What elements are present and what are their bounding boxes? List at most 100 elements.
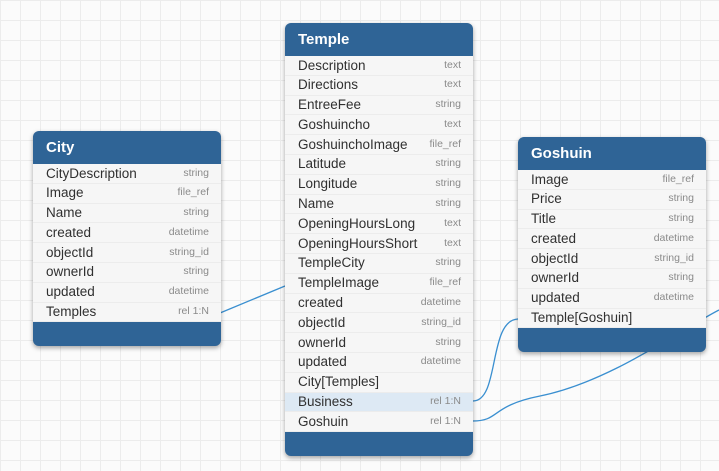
field-name: Image — [46, 185, 84, 201]
field-type: string_id — [421, 315, 461, 328]
field-name: OpeningHoursShort — [298, 235, 418, 251]
field-type: string — [435, 335, 461, 348]
field-type: datetime — [653, 231, 694, 244]
field-row[interactable]: updated datetime — [285, 353, 473, 373]
field-type: rel 1:N — [430, 414, 461, 427]
link-city-temples[interactable] — [219, 285, 286, 314]
field-name: Description — [298, 57, 366, 73]
field-name: updated — [46, 284, 95, 300]
field-type: datetime — [420, 355, 461, 368]
field-name: Directions — [298, 77, 359, 93]
field-row[interactable]: CityDescription string — [33, 164, 221, 184]
field-type: file_ref — [429, 276, 461, 289]
field-type: rel 1:N — [430, 395, 461, 408]
field-row[interactable]: Image file_ref — [33, 184, 221, 204]
field-row[interactable]: Description text — [285, 56, 473, 76]
field-name: Name — [298, 196, 335, 212]
field-name: Image — [531, 171, 569, 187]
field-type: string — [183, 166, 209, 179]
field-type: string — [183, 265, 209, 278]
field-type: datetime — [653, 291, 694, 304]
field-type: string — [435, 256, 461, 269]
field-row[interactable]: TempleCity string — [285, 254, 473, 274]
field-name: Goshuin — [298, 413, 349, 429]
field-row[interactable]: Goshuin rel 1:N — [285, 412, 473, 433]
field-row[interactable]: Image file_ref — [518, 170, 706, 190]
field-type: file_ref — [177, 186, 209, 199]
table-footer — [518, 328, 706, 352]
field-type: file_ref — [429, 137, 461, 150]
field-row[interactable]: Temples rel 1:N — [33, 303, 221, 323]
field-row[interactable]: created datetime — [518, 229, 706, 250]
field-row[interactable]: Temple[Goshuin] — [518, 309, 706, 329]
field-type: datetime — [420, 296, 461, 309]
field-type: string — [435, 157, 461, 170]
field-type: string — [435, 98, 461, 111]
field-row[interactable]: Name string — [285, 195, 473, 215]
field-row[interactable]: Name string — [33, 204, 221, 224]
table-title[interactable]: City — [46, 139, 75, 156]
field-type: string — [435, 197, 461, 210]
field-row[interactable]: Directions text — [285, 76, 473, 96]
field-type: text — [444, 236, 461, 249]
field-name: ownerId — [298, 334, 347, 350]
link-temple-business[interactable] — [472, 318, 519, 402]
field-name: Price — [531, 191, 562, 207]
field-name: Title — [531, 211, 557, 227]
field-row[interactable]: Business rel 1:N — [285, 392, 473, 413]
field-name: Business — [298, 394, 353, 410]
field-name: objectId — [298, 314, 346, 330]
field-type: string_id — [654, 251, 694, 264]
field-row[interactable]: EntreeFee string — [285, 96, 473, 116]
field-type: string — [668, 271, 694, 284]
field-name: Longitude — [298, 176, 358, 192]
field-name: Name — [46, 205, 83, 221]
field-type: text — [444, 117, 461, 130]
table-footer — [285, 432, 473, 456]
field-type: rel 1:N — [178, 305, 209, 318]
table-title[interactable]: Temple — [298, 31, 350, 48]
table-title[interactable]: Goshuin — [531, 145, 592, 162]
field-name: Temples — [46, 304, 97, 320]
field-type: text — [444, 216, 461, 229]
field-name: Latitude — [298, 156, 347, 172]
field-row[interactable]: Latitude string — [285, 155, 473, 175]
field-type: text — [444, 58, 461, 71]
field-name: created — [531, 230, 577, 246]
field-name: objectId — [46, 244, 94, 260]
field-type: text — [444, 78, 461, 91]
field-type: string — [183, 206, 209, 219]
field-name: City[Temples] — [298, 374, 380, 390]
field-name: updated — [298, 354, 347, 370]
field-name: EntreeFee — [298, 97, 362, 113]
field-name: TempleCity — [298, 255, 365, 271]
field-row[interactable]: OpeningHoursShort text — [285, 234, 473, 254]
field-name: CityDescription — [46, 165, 137, 181]
field-row[interactable]: City[Temples] — [285, 373, 473, 393]
field-row[interactable]: ownerId string — [285, 333, 473, 353]
field-row[interactable]: objectId string_id — [285, 313, 473, 334]
field-type: file_ref — [662, 172, 694, 185]
